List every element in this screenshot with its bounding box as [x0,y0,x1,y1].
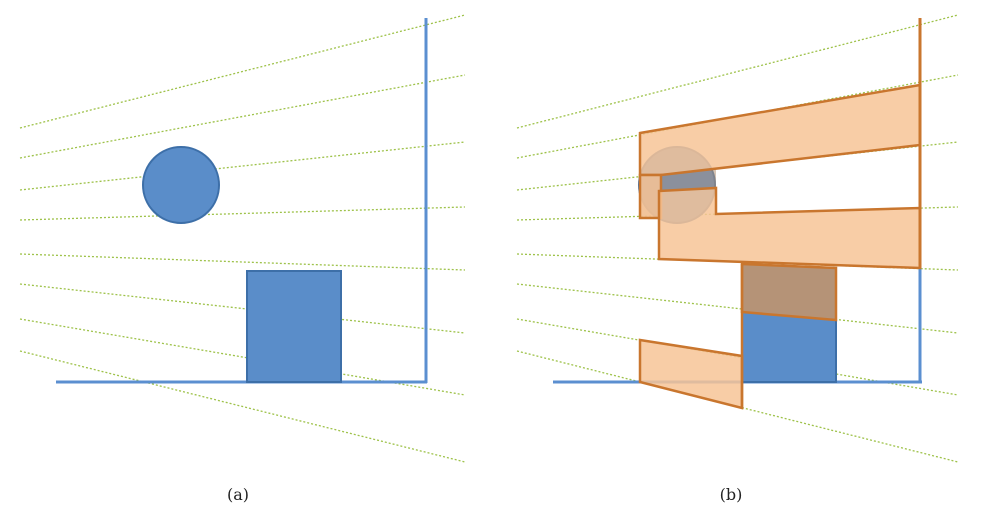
ray-line [19,283,466,334]
ray-line [19,350,466,463]
box-shadow-floor [638,338,744,410]
sphere-shadow-upper-band [638,83,922,177]
sphere-object [142,146,220,224]
panel-a-rays [19,14,466,463]
ray-line [19,253,466,271]
ray-line [19,74,466,159]
panel-a: (a) [19,14,466,504]
sphere-shadow-lower-band [657,186,922,270]
panel-b-walls [553,18,922,384]
ray-line [19,14,466,129]
panel-b-caption: (b) [720,485,743,504]
box-object [246,270,342,383]
box-overlap-region [740,262,838,322]
ray-line [19,206,466,221]
panel-b: (b) [516,14,959,504]
ray-line [19,318,466,396]
ray-line [516,283,959,334]
ray-line [19,141,466,191]
panel-a-caption: (a) [227,485,249,504]
panel-a-walls [56,18,428,384]
